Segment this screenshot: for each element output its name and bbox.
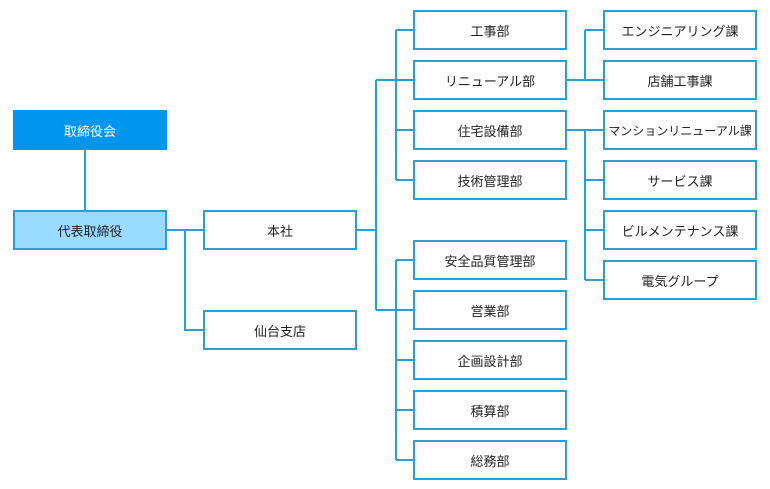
node-kikaku: 企画設計部: [413, 340, 567, 380]
node-service: サービス課: [603, 160, 757, 200]
node-renewal: リニューアル部: [413, 60, 567, 100]
node-engineering: エンジニアリング課: [603, 10, 757, 50]
node-somu: 総務部: [413, 440, 567, 480]
node-ceo: 代表取締役: [13, 210, 167, 250]
node-anzen: 安全品質管理部: [413, 240, 567, 280]
node-jutaku: 住宅設備部: [413, 110, 567, 150]
node-gijutsu: 技術管理部: [413, 160, 567, 200]
connector-upper-departments: [395, 29, 414, 181]
node-koji: 工事部: [413, 10, 567, 50]
node-honsha: 本社: [203, 210, 357, 250]
node-board: 取締役会: [13, 110, 167, 150]
node-tenpo: 店舗工事課: [603, 60, 757, 100]
connector-lower-departments: [395, 259, 414, 461]
node-eigyo: 営業部: [413, 290, 567, 330]
connector-jutaku-sections: [566, 129, 604, 281]
node-mansion: マンションリニューアル課: [603, 110, 757, 150]
connector-ceo-branch: [166, 229, 204, 331]
connector-renewal-sections: [566, 29, 604, 81]
node-building: ビルメンテナンス課: [603, 210, 757, 250]
connector-honsha-departments: [356, 79, 396, 311]
node-sekisan: 積算部: [413, 390, 567, 430]
node-denki: 電気グループ: [603, 260, 757, 300]
node-sendai: 仙台支店: [203, 310, 357, 350]
